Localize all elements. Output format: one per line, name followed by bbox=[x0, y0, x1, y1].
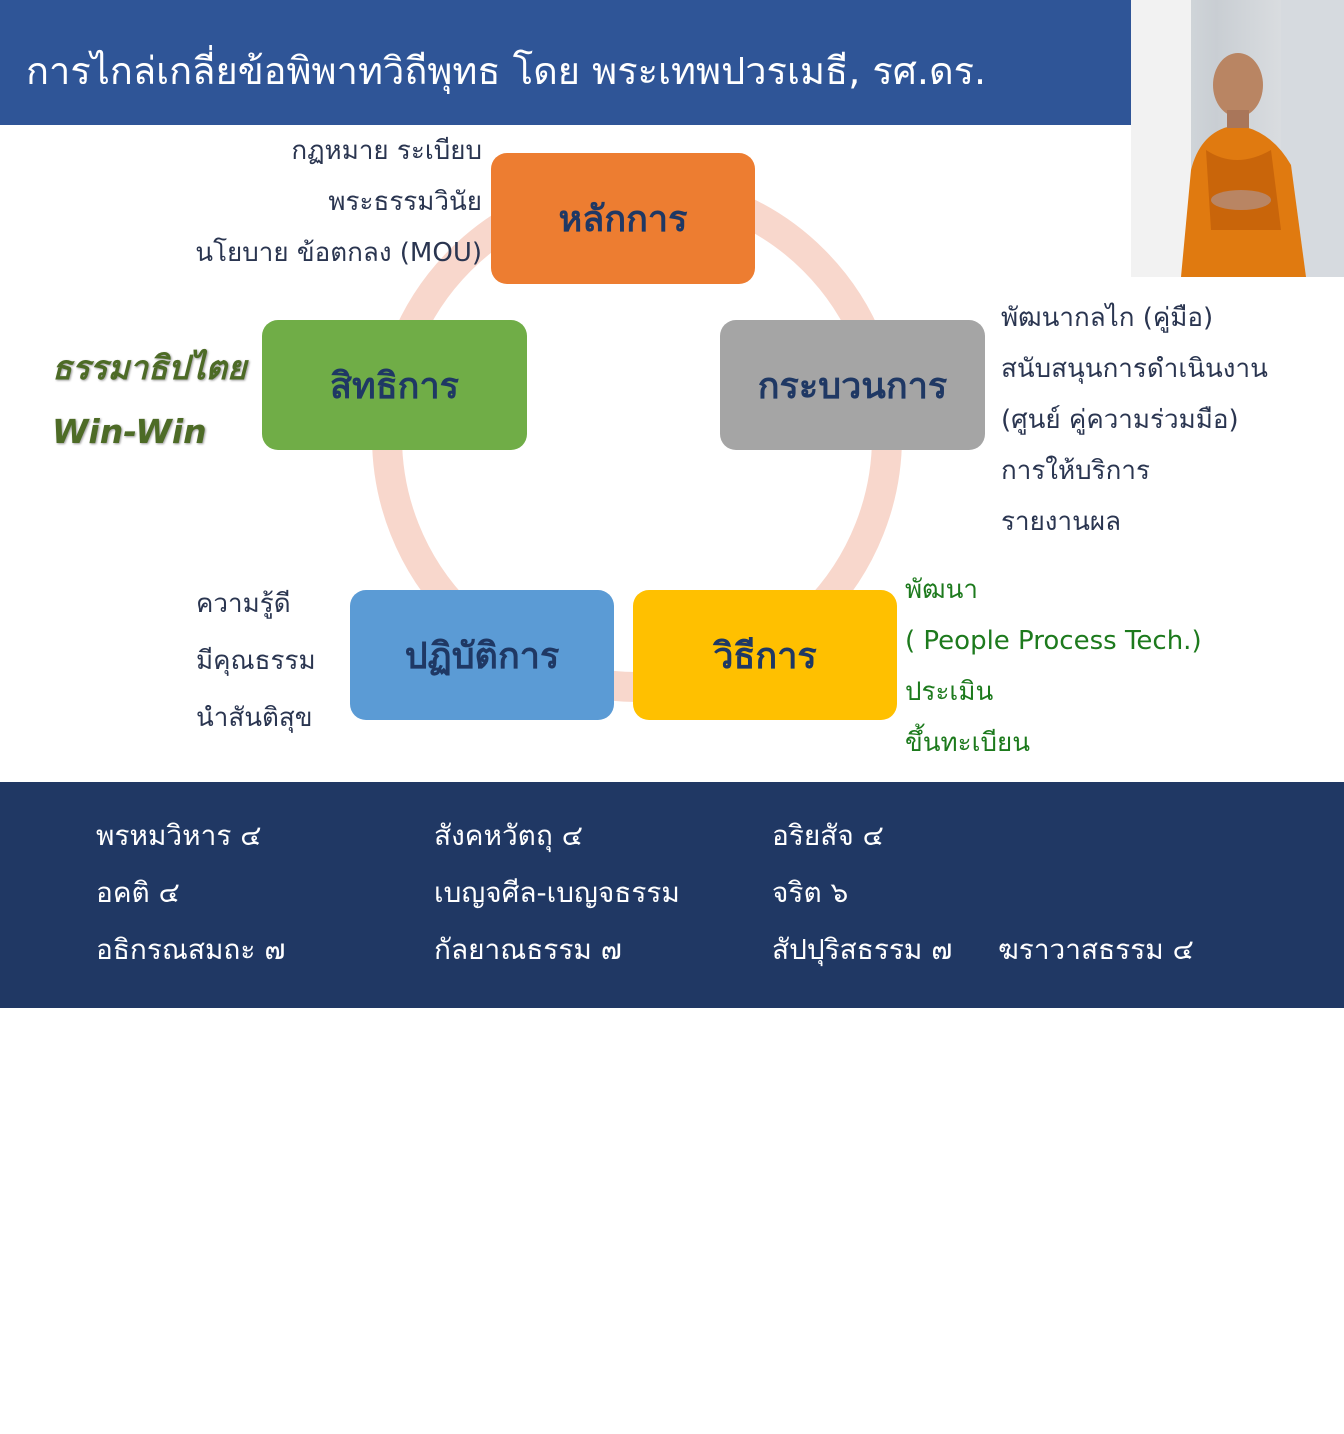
dhamma-item: เบญจศีล-เบญจธรรม bbox=[434, 876, 680, 909]
note-line: สนับสนุนการดำเนินงาน bbox=[1001, 354, 1268, 384]
footer-column: สังคหวัตถุ ๔ เบญจศีล-เบญจธรรม กัลยาณธรรม… bbox=[434, 807, 680, 978]
dhamma-item: พรหมวิหาร ๔ bbox=[96, 819, 262, 852]
rights-notes: ธรรมาธิปไตย Win-Win bbox=[52, 336, 246, 464]
dhamma-item: อธิกรณสมถะ ๗ bbox=[96, 933, 286, 966]
note-line: (ศูนย์ คู่ความร่วมมือ) bbox=[1001, 405, 1239, 435]
principle-label: หลักการ bbox=[558, 199, 688, 240]
dhamma-item: กัลยาณธรรม ๗ bbox=[434, 933, 622, 966]
dhamma-item: จริต ๖ bbox=[772, 876, 849, 909]
practice-box: ปฏิบัติการ bbox=[350, 590, 614, 720]
header-bar: การไกล่เกลี่ยข้อพิพาทวิถีพุทธ โดย พระเทพ… bbox=[0, 0, 1344, 125]
practice-label: ปฏิบัติการ bbox=[404, 635, 560, 677]
footer-column: อริยสัจ ๔ จริต ๖ สัปปุริสธรรม ๗ bbox=[772, 807, 952, 978]
method-label: วิธีการ bbox=[713, 635, 817, 677]
note-line: Win-Win bbox=[52, 412, 207, 451]
monk-photo bbox=[1131, 0, 1344, 277]
dhamma-item: สาราณิยธรรม ๖ bbox=[998, 1104, 1197, 1137]
dhamma-item: ธรรมาภิบาล ๘ bbox=[998, 1275, 1188, 1308]
note-line: ความรู้ดี bbox=[196, 589, 291, 619]
rights-label: สิทธิการ bbox=[329, 365, 460, 407]
note-line: กฏหมาย ระเบียบ bbox=[291, 136, 482, 166]
dhamma-item: สัปปุริสธรรม ๗ bbox=[772, 933, 953, 966]
note-line: พัฒนา bbox=[905, 575, 978, 605]
footer-band: พรหมวิหาร ๔ อคติ ๔ อธิกรณสมถะ ๗ สังคหวัต… bbox=[0, 782, 1344, 1308]
note-line: รายงานผล bbox=[1001, 507, 1122, 537]
practice-notes: ความรู้ดี มีคุณธรรม นำสันติสุข bbox=[196, 576, 316, 747]
process-label: กระบวนการ bbox=[757, 365, 948, 407]
note-line: นำสันติสุข bbox=[196, 703, 313, 733]
footer-column: ฆราวาสธรรม ๔ สาราณิยธรรม ๖ ธรรมาภิบาล ๘ bbox=[998, 807, 1196, 1434]
slide-title: การไกล่เกลี่ยข้อพิพาทวิถีพุทธ โดย พระเทพ… bbox=[26, 49, 987, 93]
process-box: กระบวนการ bbox=[720, 320, 985, 450]
note-line: มีคุณธรรม bbox=[196, 646, 316, 676]
dhamma-item: อคติ ๔ bbox=[96, 876, 180, 909]
note-line: การให้บริการ bbox=[1001, 456, 1150, 486]
dhamma-item: ฆราวาสธรรม ๔ bbox=[998, 933, 1194, 966]
note-line: พระธรรมวินัย bbox=[328, 187, 482, 217]
note-line: ธรรมาธิปไตย bbox=[52, 348, 247, 387]
note-line: ( People Process Tech.) bbox=[905, 626, 1202, 656]
note-line: ประเมิน bbox=[905, 677, 994, 707]
dhamma-item: อริยสัจ ๔ bbox=[772, 819, 884, 852]
rights-box: สิทธิการ bbox=[262, 320, 527, 450]
note-line: พัฒนากลไก (คู่มือ) bbox=[1001, 303, 1214, 333]
footer-column: พรหมวิหาร ๔ อคติ ๔ อธิกรณสมถะ ๗ bbox=[96, 807, 285, 978]
process-notes: พัฒนากลไก (คู่มือ) สนับสนุนการดำเนินงาน … bbox=[1001, 293, 1268, 548]
note-line: ขึ้นทะเบียน bbox=[905, 728, 1031, 758]
method-box: วิธีการ bbox=[633, 590, 897, 720]
dhamma-item: สังคหวัตถุ ๔ bbox=[434, 819, 583, 852]
note-line: นโยบาย ข้อตกลง (MOU) bbox=[195, 238, 482, 268]
principle-box: หลักการ bbox=[491, 153, 755, 284]
method-notes: พัฒนา ( People Process Tech.) ประเมิน ขึ… bbox=[905, 565, 1202, 769]
principle-notes: กฏหมาย ระเบียบ พระธรรมวินัย นโยบาย ข้อตก… bbox=[195, 126, 482, 279]
